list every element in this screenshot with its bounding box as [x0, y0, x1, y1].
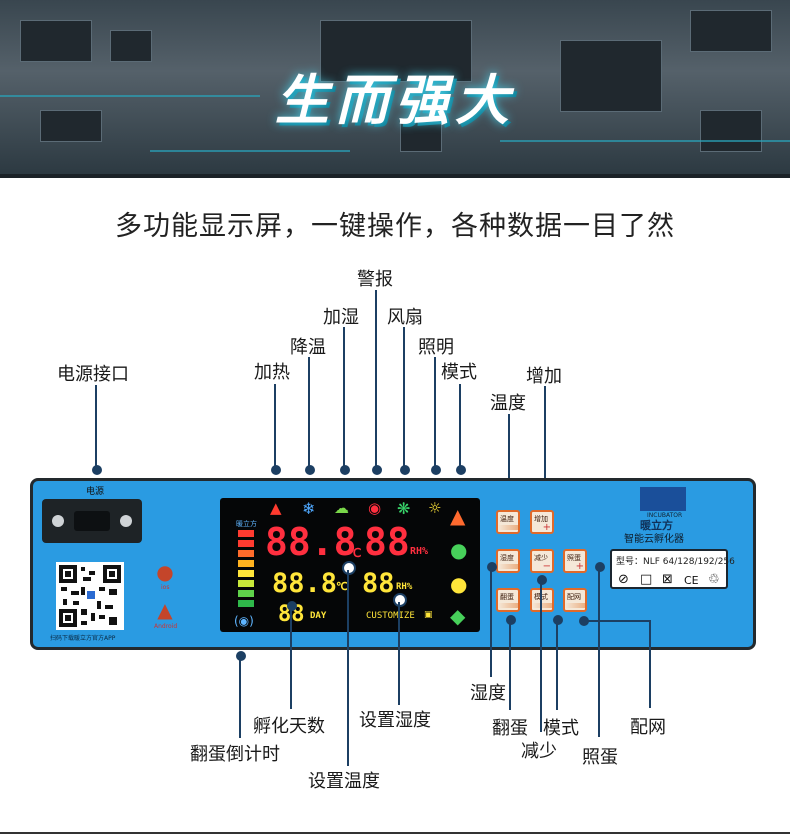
cert-3: ⊠	[662, 572, 673, 587]
current-humidity: 88	[364, 520, 410, 564]
increase-button[interactable]: 增加+	[530, 510, 554, 534]
candling-button[interactable]: 照蛋+	[563, 549, 587, 573]
brand-logo	[640, 487, 686, 511]
rooster-icon: ▲	[450, 504, 466, 528]
callout-set-temperature: 设置温度	[308, 771, 380, 792]
humidity-button[interactable]: 湿度	[496, 549, 520, 573]
callout-lighting: 照明	[418, 337, 454, 358]
snowflake-icon: ❄	[302, 499, 316, 518]
callout-mode: 模式	[543, 718, 579, 739]
cloud-rain-icon: ☁	[334, 499, 349, 517]
goose-icon: ●	[450, 572, 468, 596]
days-unit: DAY	[310, 611, 327, 621]
brand-name: 暖立方	[640, 519, 673, 532]
callout-pair-network: 配网	[630, 717, 666, 738]
alarm-icon: ◉	[368, 499, 382, 517]
android-icon: ▲	[157, 598, 173, 622]
temperature-button[interactable]: 温度	[496, 510, 520, 534]
power-label: 电源	[86, 487, 105, 497]
hero-banner: 生而强大	[0, 0, 790, 178]
fan-icon: ❋	[397, 499, 411, 518]
brand-english: INCUBATOR	[647, 512, 683, 519]
cert-5: ♲	[708, 572, 720, 587]
cert-4: CE	[684, 574, 699, 587]
lcd-brand: 暖立方	[236, 520, 257, 528]
callout-turn-egg: 翻蛋	[492, 718, 528, 739]
turn-egg-button[interactable]: 翻蛋	[496, 588, 520, 612]
callout-humidify: 加湿	[323, 307, 359, 328]
callout-humidity: 湿度	[470, 683, 506, 704]
temp-unit: ℃	[348, 546, 362, 560]
lcd-mode-icons: ▣	[424, 610, 433, 620]
hero-title: 生而强大	[275, 69, 515, 132]
qr-caption: 扫码下载暖立方官方APP	[50, 635, 116, 642]
callout-cooling: 降温	[290, 337, 326, 358]
brand-subtitle: 智能云孵化器	[624, 534, 684, 545]
pigeon-icon: ◆	[450, 604, 466, 628]
power-socket[interactable]	[42, 499, 142, 543]
mode-button[interactable]: 模式	[530, 588, 554, 612]
qr-code	[56, 562, 124, 630]
decrease-button[interactable]: 减少−	[530, 549, 554, 573]
android-label: Android	[154, 623, 178, 630]
model-number: 型号：NLF 64/128/192/256	[616, 557, 735, 567]
callout-power-port: 电源接口	[57, 364, 129, 385]
callout-candling: 照蛋	[582, 747, 618, 768]
rotate-icon: (◉)	[234, 614, 254, 628]
callout-decrease: 减少	[521, 741, 557, 762]
current-temperature: 88.8	[265, 520, 357, 564]
customize-label: CUSTOMIZE	[366, 611, 415, 621]
callout-set-humidity: 设置湿度	[359, 710, 431, 731]
apple-icon: ●	[156, 560, 174, 584]
duck-icon: ●	[450, 538, 468, 562]
callout-fan: 风扇	[387, 307, 423, 328]
set-temp-unit: ℃	[336, 580, 349, 593]
humidity-unit: RH%	[410, 546, 429, 557]
callout-heating: 加热	[254, 362, 290, 383]
model-plate: 型号：NLF 64/128/192/256 ⊘ □ ⊠ CE ♲	[610, 549, 735, 589]
set-hum-unit: RH%	[396, 582, 413, 592]
cert-2: □	[640, 572, 653, 587]
flame-icon: ▲	[270, 499, 282, 517]
set-temperature-value: 88.8	[272, 568, 338, 599]
ios-label: ios	[161, 584, 170, 591]
pair-network-button[interactable]: 配网	[563, 588, 587, 612]
bulb-icon: ☼	[428, 499, 442, 517]
callout-turn-countdown: 翻蛋倒计时	[190, 744, 280, 765]
callout-alarm: 警报	[357, 269, 393, 290]
callout-increase: 增加	[526, 366, 562, 387]
callout-incubation-days: 孵化天数	[253, 716, 325, 737]
set-humidity-value: 88	[362, 568, 395, 599]
subtitle: 多功能显示屏，一键操作，各种数据一目了然	[115, 211, 675, 242]
cert-1: ⊘	[618, 572, 629, 587]
callout-mode-top: 模式	[441, 362, 477, 383]
callout-temperature: 温度	[490, 393, 526, 414]
